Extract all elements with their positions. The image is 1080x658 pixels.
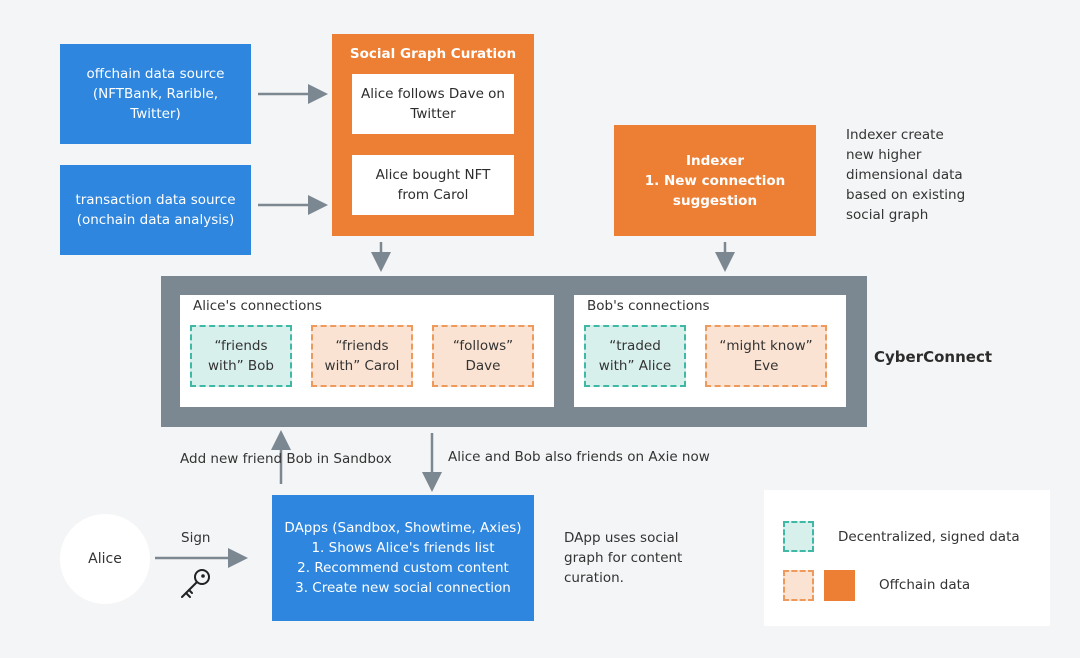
bob-connections-panel: Bob's connections “traded with” Alice “m… [574, 295, 846, 407]
cyberconnect-label: CyberConnect [874, 348, 993, 366]
also-friends-label: Alice and Bob also friends on Axie now [448, 449, 710, 465]
alice-user: Alice [60, 514, 150, 604]
curation-item-twitter: Alice follows Dave on Twitter [352, 74, 514, 134]
indexer-box: Indexer 1. New connection suggestion [614, 125, 816, 236]
dapps-box: DApps (Sandbox, Showtime, Axies) 1. Show… [272, 495, 534, 621]
key-icon [181, 569, 210, 598]
cyberconnect-frame: Alice's connections “friends with” Bob “… [161, 276, 867, 427]
alice-user-label: Alice [88, 551, 122, 567]
node-follows-dave: “follows” Dave [432, 325, 534, 387]
alice-connections-title: Alice's connections [193, 298, 322, 314]
curation-item-nft: Alice bought NFT from Carol [352, 155, 514, 215]
curation-title: Social Graph Curation [349, 46, 517, 62]
node-friends-with-bob: “friends with” Bob [190, 325, 292, 387]
legend-swatch-decentralized [783, 521, 814, 552]
bob-connections-title: Bob's connections [587, 298, 710, 314]
sign-label: Sign [181, 530, 211, 546]
legend-swatch-offchain-solid [824, 570, 855, 601]
dapps-note: DApp uses social graph for content curat… [564, 530, 683, 586]
offchain-data-source: offchain data source (NFTBank, Rarible, … [60, 44, 251, 144]
indexer-note: Indexer create new higher dimensional da… [846, 127, 966, 223]
legend-label-offchain: Offchain data [879, 577, 971, 593]
alice-connections-panel: Alice's connections “friends with” Bob “… [180, 295, 554, 407]
transaction-data-source: transaction data source (onchain data an… [60, 165, 251, 255]
social-graph-curation: Social Graph Curation Alice follows Dave… [332, 34, 534, 236]
add-friend-label: Add new friend Bob in Sandbox [180, 451, 392, 467]
node-might-know-eve: “might know” Eve [705, 325, 827, 387]
legend-swatch-offchain-dashed [783, 570, 814, 601]
node-friends-with-carol: “friends with” Carol [311, 325, 413, 387]
node-traded-with-alice: “traded with” Alice [584, 325, 686, 387]
legend-label-decentralized: Decentralized, signed data [838, 529, 1020, 545]
legend: Decentralized, signed data Offchain data [764, 490, 1050, 626]
